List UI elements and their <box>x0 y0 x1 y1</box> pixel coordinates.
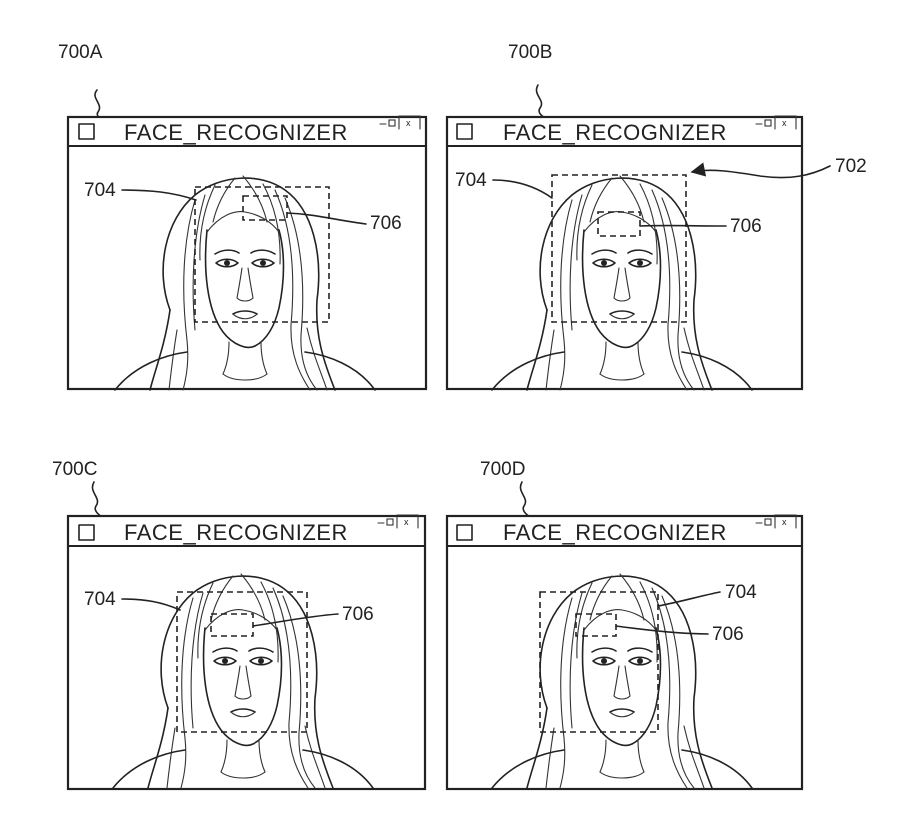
maximize-icon[interactable] <box>764 518 772 526</box>
ref-label-700a: 700A <box>58 42 103 63</box>
ref-label-700b: 700B <box>508 42 552 63</box>
extra-label-702: 702 <box>835 156 867 177</box>
window-menu-icon[interactable] <box>456 123 473 140</box>
face-box-leader-700d <box>657 591 721 607</box>
ref-label-700d: 700D <box>480 459 525 480</box>
face-box-700c <box>176 591 308 733</box>
window-menu-icon[interactable] <box>78 524 95 541</box>
svg-text:x: x <box>404 517 409 527</box>
window-menu-icon[interactable] <box>78 123 95 140</box>
window-frame-700b <box>445 115 804 391</box>
panel-700c: 700C FACE_RECOGNIZER x 704 706 <box>52 459 427 791</box>
close-icon[interactable] <box>396 514 419 529</box>
feature-box-leader-700c <box>252 613 339 627</box>
panel-700d: 700D FACE_RECOGNIZER x 704 706 <box>445 459 804 791</box>
window-title-700c: FACE_RECOGNIZER <box>124 520 348 545</box>
face-box-label-700d: 704 <box>725 582 757 603</box>
window-title-700b: FACE_RECOGNIZER <box>503 120 727 145</box>
window-title-700a: FACE_RECOGNIZER <box>124 120 348 145</box>
feature-box-label-700a: 706 <box>370 213 402 234</box>
window-title-700d: FACE_RECOGNIZER <box>503 520 727 545</box>
maximize-icon[interactable] <box>386 518 394 526</box>
leader-700c <box>91 481 107 521</box>
feature-box-700b <box>597 211 641 237</box>
window-frame-700a <box>66 115 428 391</box>
feature-box-700a <box>242 195 288 221</box>
window-frame-700c <box>66 514 427 791</box>
face-box-700d <box>539 591 659 733</box>
window-controls-700b: x <box>755 115 797 130</box>
feature-box-700c <box>210 613 254 637</box>
maximize-icon[interactable] <box>388 119 396 127</box>
window-controls-700c: x <box>377 514 419 529</box>
close-icon[interactable] <box>774 115 797 130</box>
feature-box-label-700b: 706 <box>730 216 762 237</box>
feature-box-leader-700d <box>615 625 709 635</box>
feature-box-label-700c: 706 <box>342 604 374 625</box>
svg-text:x: x <box>782 517 787 527</box>
panel-700a: 700A FACE_RECOGNIZER x 704 706 <box>58 42 428 391</box>
face-box-700a <box>194 186 330 323</box>
svg-text:x: x <box>782 118 787 128</box>
leader-700b <box>535 84 549 121</box>
window-menu-icon[interactable] <box>456 524 473 541</box>
arrow-icon <box>690 162 831 179</box>
face-box-leader-700a <box>121 189 197 201</box>
face-box-label-700b: 704 <box>455 170 487 191</box>
face-box-label-700c: 704 <box>84 589 116 610</box>
svg-text:x: x <box>406 118 411 128</box>
face-box-leader-700b <box>492 179 553 199</box>
feature-box-label-700d: 706 <box>712 624 744 645</box>
leader-700d <box>519 481 535 521</box>
window-frame-700d <box>445 514 804 791</box>
feature-box-700d <box>575 613 617 637</box>
feature-box-leader-700a <box>286 212 367 225</box>
window-controls-700a: x <box>379 115 421 130</box>
window-controls-700d: x <box>755 514 797 529</box>
close-icon[interactable] <box>774 514 797 529</box>
close-icon[interactable] <box>398 115 421 130</box>
face-box-leader-700c <box>121 598 181 611</box>
ref-label-700c: 700C <box>52 459 97 480</box>
face-box-label-700a: 704 <box>84 180 116 201</box>
panel-700b: 700B FACE_RECOGNIZER x 704 706 702 <box>445 42 867 391</box>
maximize-icon[interactable] <box>764 119 772 127</box>
